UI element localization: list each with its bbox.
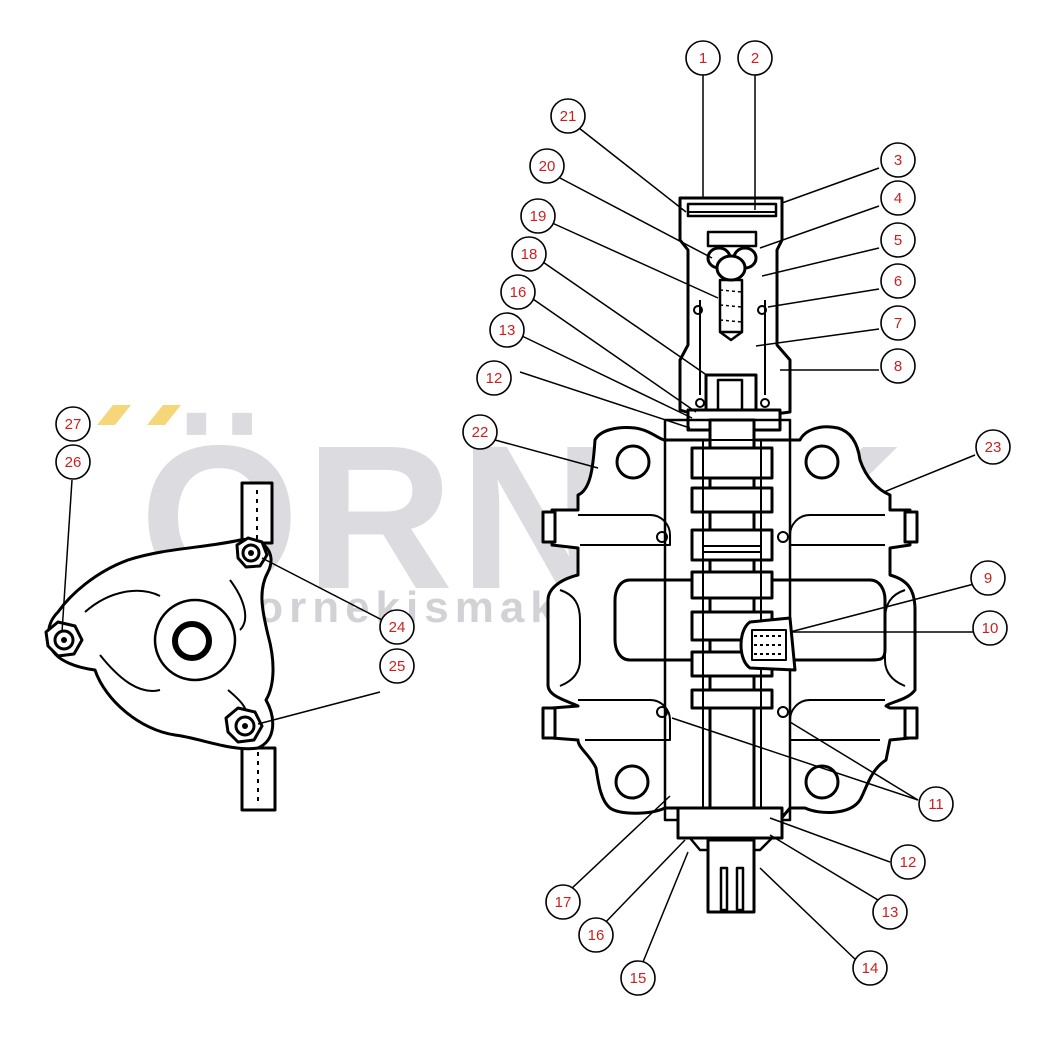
callout-12-upper: 12 — [476, 360, 512, 396]
callout-2: 2 — [737, 40, 773, 76]
callout-18: 18 — [511, 236, 547, 272]
svg-text:16: 16 — [510, 284, 527, 301]
leader-lines — [61, 74, 976, 963]
watermark-accent-mark-left — [97, 405, 131, 425]
callout-19: 19 — [520, 198, 556, 234]
svg-text:22: 22 — [472, 424, 489, 441]
svg-text:25: 25 — [389, 658, 406, 675]
svg-text:21: 21 — [560, 108, 577, 125]
svg-text:14: 14 — [862, 960, 879, 977]
lower-cap — [676, 806, 784, 840]
svg-text:1: 1 — [699, 50, 707, 67]
callout-3: 3 — [880, 142, 916, 178]
mount-hole-tl — [615, 444, 651, 480]
callout-9: 9 — [970, 560, 1006, 596]
mount-hole-tr — [804, 444, 840, 480]
svg-text:5: 5 — [894, 232, 902, 249]
svg-text:15: 15 — [630, 970, 647, 987]
flange-end-view — [44, 481, 277, 812]
svg-text:18: 18 — [521, 246, 538, 263]
callout-20: 20 — [529, 148, 565, 184]
svg-text:20: 20 — [539, 158, 556, 175]
nut-25 — [224, 706, 264, 744]
callout-8: 8 — [880, 348, 916, 384]
callout-17: 17 — [545, 884, 581, 920]
callout-14: 14 — [852, 950, 888, 986]
callout-16-lower: 16 — [578, 917, 614, 953]
svg-text:24: 24 — [389, 619, 406, 636]
callout-26: 26 — [55, 444, 91, 480]
callout-12-lower: 12 — [890, 844, 926, 880]
mount-hole-bl — [614, 764, 650, 800]
nut-24 — [235, 536, 269, 569]
svg-text:10: 10 — [982, 620, 999, 637]
svg-text:16: 16 — [588, 927, 605, 944]
detent-ball-center — [715, 254, 747, 282]
watermark-accent-mark-right — [147, 405, 181, 425]
callout-15: 15 — [620, 960, 656, 996]
detent-spring — [718, 278, 744, 334]
callout-7: 7 — [880, 305, 916, 341]
nut-26 — [44, 620, 84, 658]
callout-21: 21 — [550, 98, 586, 134]
flange-bore — [172, 621, 212, 661]
svg-text:17: 17 — [555, 894, 572, 911]
valve-cross-section — [541, 196, 919, 914]
svg-text:13: 13 — [882, 904, 899, 921]
svg-text:11: 11 — [928, 796, 944, 813]
svg-text:3: 3 — [894, 152, 902, 169]
callout-10: 10 — [972, 610, 1008, 646]
callout-13-lower: 13 — [872, 894, 908, 930]
svg-text:8: 8 — [894, 358, 902, 375]
callout-13-upper: 13 — [489, 312, 525, 348]
svg-text:12: 12 — [486, 370, 503, 387]
svg-text:19: 19 — [530, 208, 547, 225]
flange-outline — [46, 537, 275, 751]
mount-hole-br — [804, 764, 840, 800]
callout-5: 5 — [880, 222, 916, 258]
callout-27: 27 — [55, 406, 91, 442]
callout-25: 25 — [379, 648, 415, 684]
svg-text:23: 23 — [985, 439, 1002, 456]
callout-1: 1 — [685, 40, 721, 76]
svg-text:13: 13 — [499, 322, 516, 339]
svg-text:12: 12 — [900, 854, 917, 871]
callouts: 1 2 3 4 5 6 7 8 9 10 11 12 12 13 13 14 1… — [55, 40, 1011, 996]
callout-4: 4 — [880, 180, 916, 216]
svg-text:4: 4 — [894, 190, 902, 207]
svg-text:27: 27 — [65, 416, 82, 433]
svg-text:7: 7 — [894, 315, 902, 332]
flange-bore-outer — [153, 598, 237, 682]
svg-text:9: 9 — [984, 570, 992, 587]
callout-16-upper: 16 — [500, 274, 536, 310]
svg-text:2: 2 — [751, 50, 759, 67]
callout-6: 6 — [880, 263, 916, 299]
svg-text:6: 6 — [894, 273, 902, 290]
bolt-head-tr — [903, 510, 919, 544]
bolt-head-bl — [541, 706, 557, 740]
spool-clevis — [706, 838, 756, 914]
svg-text:26: 26 — [65, 454, 82, 471]
bolt-head-br — [903, 706, 919, 740]
callout-23: 23 — [975, 429, 1011, 465]
callout-11: 11 — [918, 786, 954, 822]
cap-plate — [686, 202, 778, 218]
bolt-head-tl — [541, 510, 557, 544]
callout-22: 22 — [462, 414, 498, 450]
callout-24: 24 — [379, 609, 415, 645]
